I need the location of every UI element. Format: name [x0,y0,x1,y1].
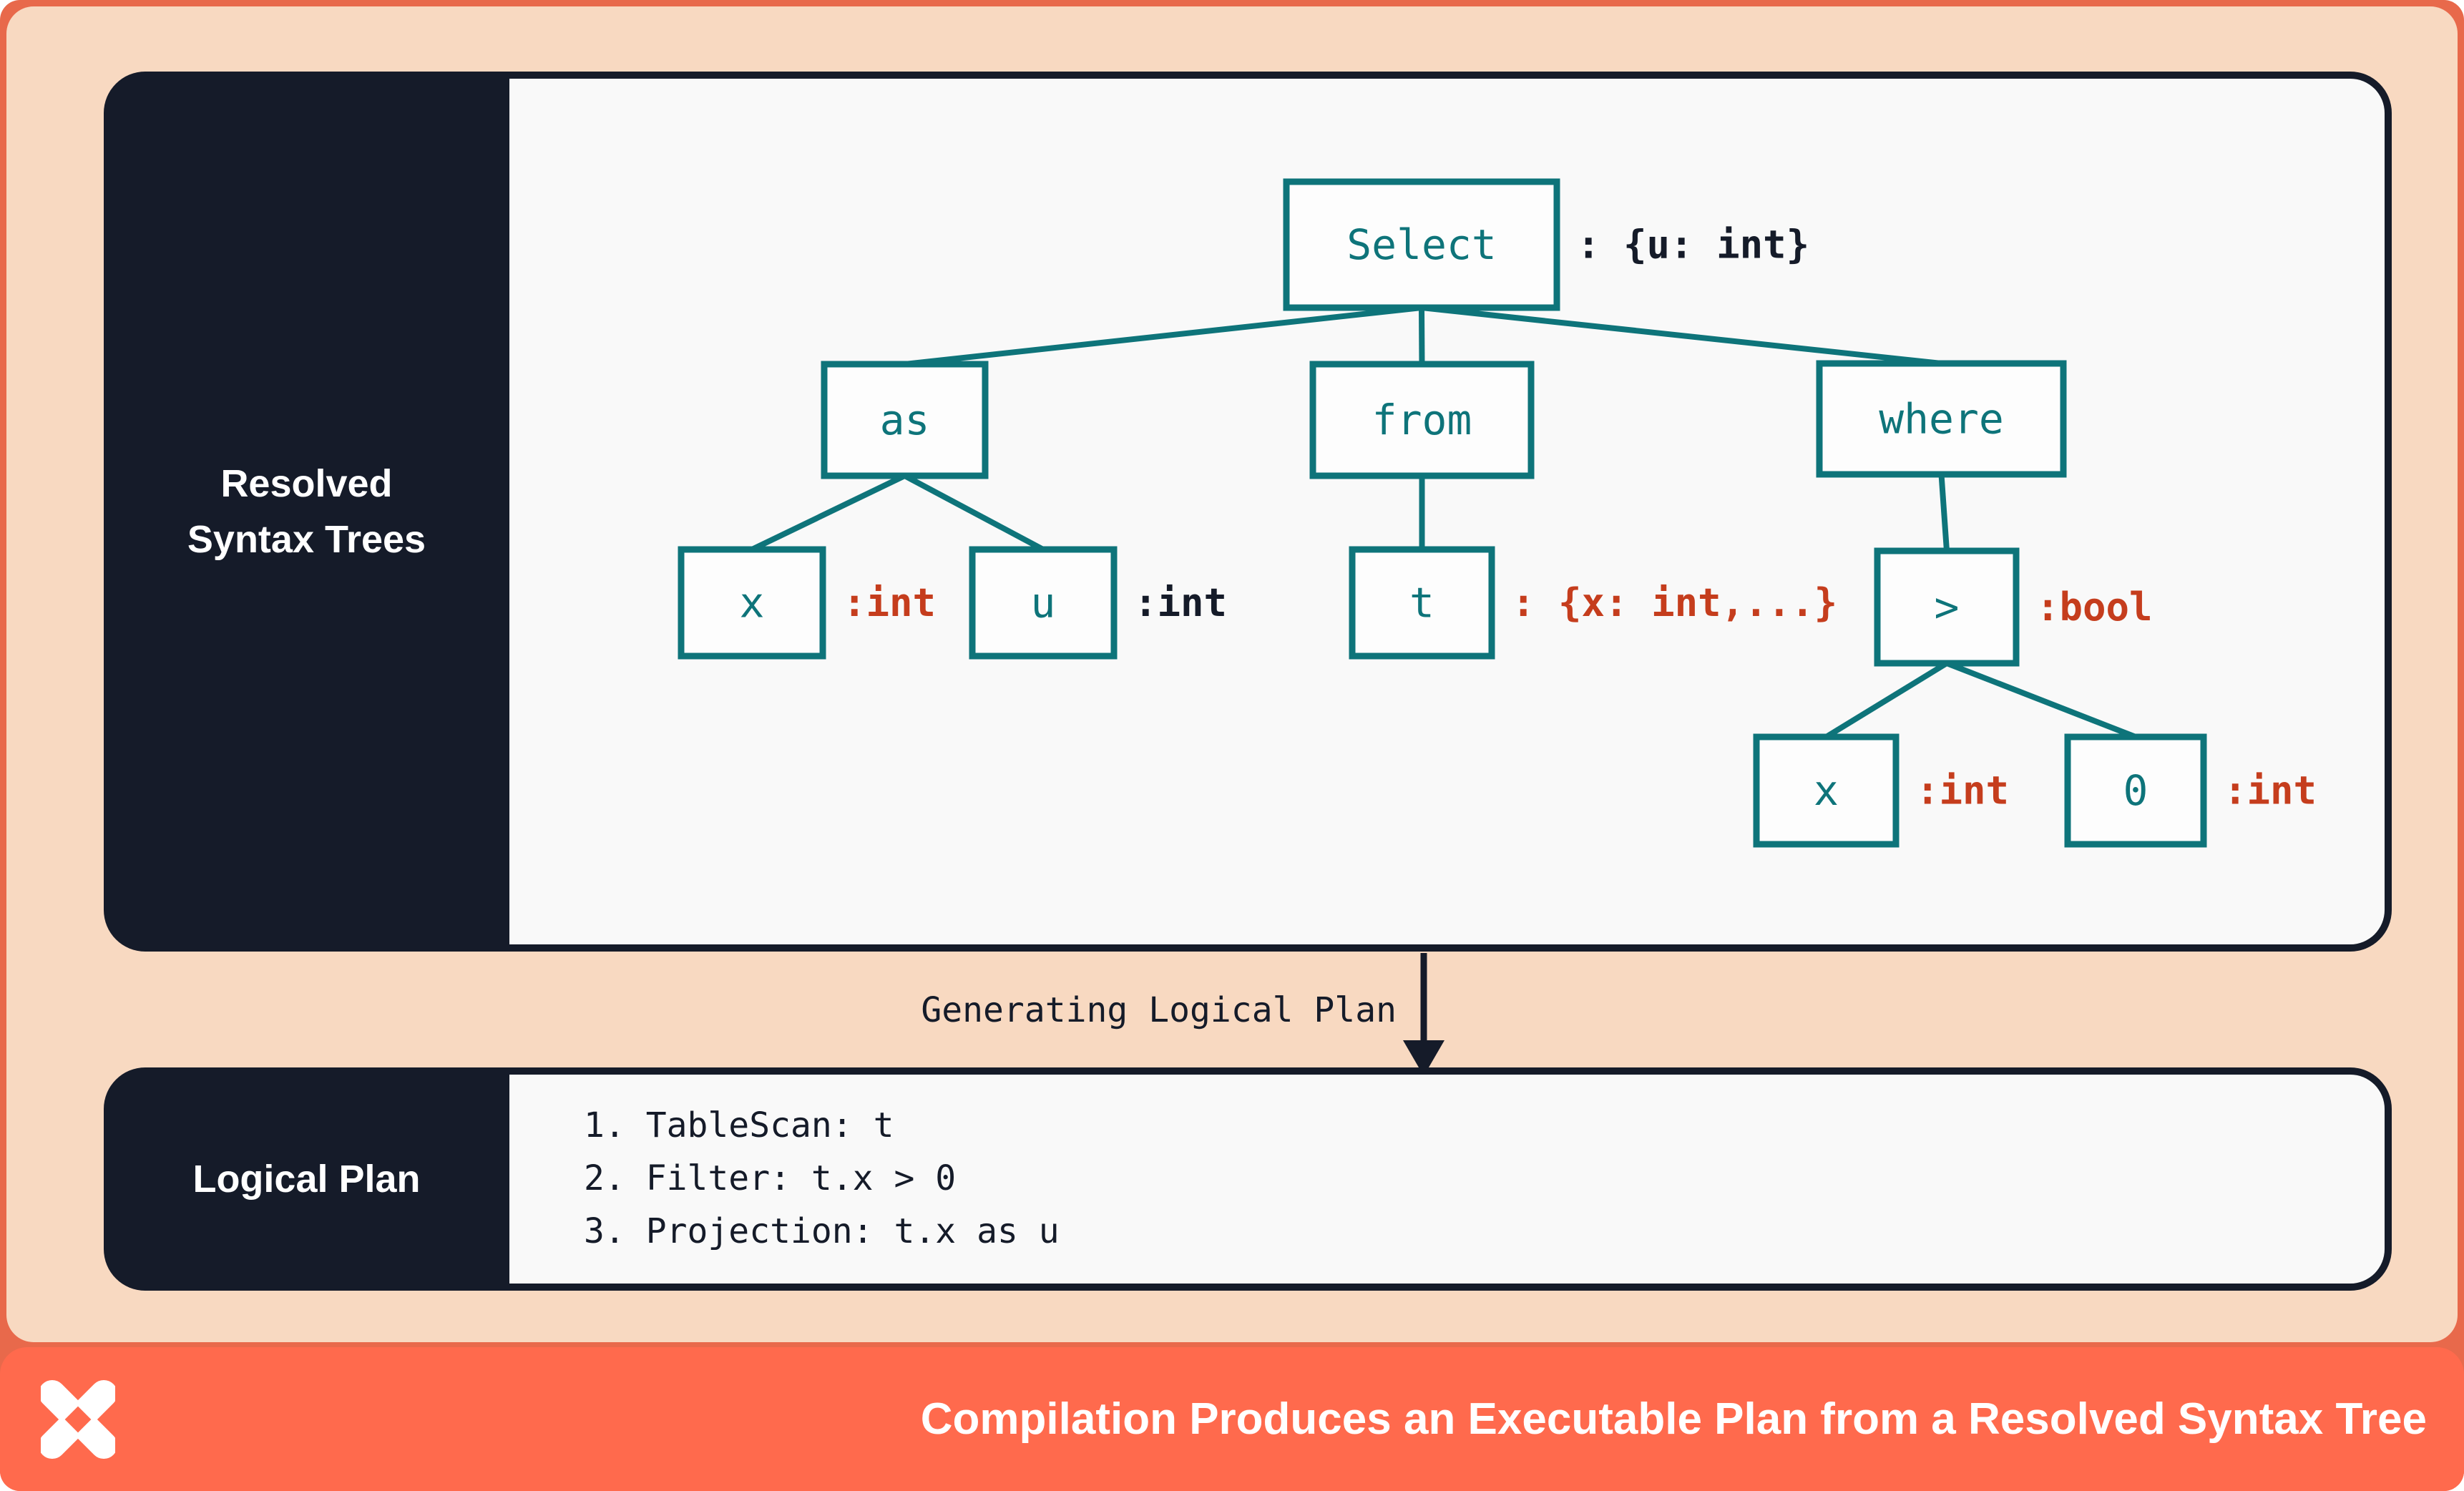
tree-node-x1: x :int [678,546,936,660]
logical-plan-steps: 1. TableScan: t 2. Filter: t.x > 0 3. Pr… [509,1075,2385,1284]
tree-node-zero: 0 :int [2064,733,2317,848]
tree-node-select: Select : {u: int} [1283,178,1809,311]
tree-node-type-t: : {x: int,...} [1512,580,1837,625]
tree-node-label-x2: x [1814,766,1839,815]
tree-edge-select-as [904,305,1422,367]
plan-step-1: 1. TableScan: t [584,1105,894,1145]
tree-edge-gt-x2 [1824,660,1949,740]
tree-node-type-u: :int [1134,580,1227,625]
footer-title: Compilation Produces an Executable Plan … [920,1394,2427,1444]
down-arrow-icon [1403,953,1444,1076]
tree-edge-where-gt [1938,474,1950,552]
resolved-syntax-trees-panel: Resolved Syntax Trees Select : {u: int} as… [104,72,2392,952]
tree-node-where: where [1816,360,2067,478]
tree-node-box-zero [2064,733,2207,848]
tree-node-label-as: as [880,396,930,444]
tree-node-label-from: from [1372,396,1472,444]
tree-node-box-x1 [678,546,826,660]
plan-step-2: 2. Filter: t.x > 0 [584,1158,957,1198]
tree-edge-select-where [1421,305,1942,366]
pinwheel-x-logo-icon [41,1379,115,1459]
panel-label-line: Logical Plan [192,1158,421,1201]
tree-node-label-t: t [1409,579,1434,627]
tree-node-t: t : {x: int,...} [1349,546,1837,660]
tree-node-box-x2 [1753,733,1900,848]
tree-edge-gt-zero [1945,660,2137,740]
tree-node-x2: x :int [1753,733,2009,848]
tree-node-type-select: : {u: int} [1577,223,1809,268]
tree-node-label-where: where [1879,395,2004,444]
logical-plan-panel: Logical Plan 1. TableScan: t 2. Filter: … [104,1067,2392,1291]
tree-node-box-t [1349,546,1495,660]
tree-node-box-as [821,361,989,479]
panel-label-line: Syntax Trees [187,518,426,561]
tree-node-box-u [969,546,1118,660]
tree-node-gt: > :bool [1874,547,2153,667]
tree-node-from: from [1309,361,1535,479]
tree-node-label-select: Select [1346,220,1497,269]
footer-bar: Compilation Produces an Executable Plan … [0,1347,2464,1491]
tree-edge-as-x1 [751,473,906,552]
tree-node-box-where [1816,360,2067,478]
tree-node-label-x1: x [740,579,765,627]
tree-node-type-gt: :bool [2036,585,2153,630]
tree-node-type-x2: :int [1916,768,2009,813]
tree-node-u: u :int [969,546,1227,660]
tree-node-type-zero: :int [2224,768,2317,813]
tree-node-label-u: u [1031,579,1056,627]
tree-node-box-select [1283,178,1560,311]
tree-edge-as-u [903,473,1045,552]
panel-label-resolved-syntax-trees: Resolved Syntax Trees [104,72,509,952]
transition-label: Generating Logical Plan [921,990,1397,1030]
tree-node-type-x1: :int [843,580,936,625]
plan-step-3: 3. Projection: t.x as u [584,1211,1060,1251]
panel-label-logical-plan: Logical Plan [104,1067,509,1291]
panel-label-line: Resolved [220,462,393,505]
tree-node-label-zero: 0 [2123,766,2148,815]
syntax-tree-canvas: Select : {u: int} as from where x :int u :int t : … [509,79,2385,944]
tree-node-label-gt: > [1935,583,1960,632]
syntax-tree-svg: Select : {u: int} as from where x :int u :int t : … [678,178,2317,848]
tree-node-box-from [1309,361,1535,479]
tree-node-as: as [821,361,989,479]
tree-node-box-gt [1874,547,2020,667]
